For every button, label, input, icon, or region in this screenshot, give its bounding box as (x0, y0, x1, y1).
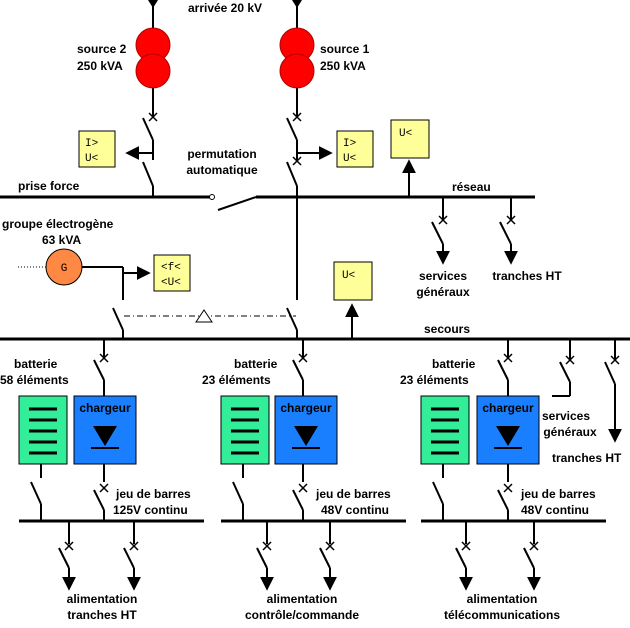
diode-icon (496, 426, 520, 446)
generator-line (82, 266, 124, 339)
relay-generator-line1: <f< (161, 262, 181, 274)
secours-services-line2: généraux (543, 425, 597, 439)
incoming-20kv: arrivée 20 kV (148, 0, 302, 28)
dc-bus-1-line1: jeu de barres (115, 487, 191, 501)
load-2-line2: contrôle/commande (245, 608, 359, 622)
diode-icon (294, 426, 318, 446)
battery-2-icon (220, 395, 270, 465)
relay-secours-u: U< (333, 261, 373, 301)
relay-source-1-line2: U< (343, 153, 356, 165)
bus-prise-force-label: prise force (18, 179, 80, 193)
reseau-services-line2: généraux (416, 285, 470, 299)
source-1-feeder (286, 88, 302, 197)
secours-services-line1: services (542, 409, 590, 423)
relay-source-2-line2: U< (85, 153, 98, 165)
diode-icon (93, 426, 117, 446)
source-2-rating: 250 kVA (77, 59, 123, 73)
charger-1: chargeur (73, 395, 137, 465)
relay-secours-u-label: U< (342, 270, 355, 282)
battery-3-line1: batterie (432, 357, 476, 371)
relay-source-1-line1: I> (343, 138, 356, 150)
secours-tie-line (286, 197, 298, 339)
battery-1-line2: 58 éléments (0, 373, 69, 387)
generator-icon: G (45, 248, 83, 286)
dc-bus-3-line1: jeu de barres (520, 487, 596, 501)
bus-secours: secours (0, 322, 630, 341)
charger-2: chargeur (274, 395, 338, 465)
reseau-tranches-label: tranches HT (492, 269, 562, 283)
load-2-line1: alimentation (267, 592, 338, 606)
charger-1-label: chargeur (79, 401, 131, 415)
secours-feeder-tranches (604, 339, 622, 443)
incoming-label: arrivée 20 kV (188, 1, 262, 15)
interlock-triangle-icon (195, 309, 213, 323)
permutation-line2: automatique (186, 163, 258, 177)
source-1-rating: 250 kVA (320, 59, 366, 73)
source-2-feeder (142, 88, 158, 197)
secours-feeder-services (552, 339, 575, 397)
generator-rating: 63 kVA (42, 233, 81, 247)
relay-reseau-u-label: U< (399, 128, 412, 140)
permutation-line1: permutation (187, 147, 256, 161)
secours-tranches-label: tranches HT (552, 451, 622, 465)
dc-section-2: batterie 23 éléments chargeur (202, 339, 406, 622)
source-1-name: source 1 (320, 42, 370, 56)
relay-generator-line2: <U< (161, 277, 181, 289)
dc-bus-2-line1: jeu de barres (315, 487, 391, 501)
bus-reseau-label: réseau (452, 180, 491, 194)
load-3-line2: télécommunications (444, 608, 560, 622)
source-2-name: source 2 (77, 42, 127, 56)
load-1-line2: tranches HT (67, 608, 137, 622)
bus-prise-force: prise force (0, 179, 210, 199)
battery-3-line2: 23 éléments (400, 373, 469, 387)
reseau-feeder-services (431, 197, 450, 265)
dc-section-1: batterie 58 éléments chargeur (0, 339, 204, 622)
load-3-line1: alimentation (467, 592, 538, 606)
battery-1-line1: batterie (14, 357, 58, 371)
generator-symbol: G (61, 263, 68, 275)
dc-section-3: batterie 23 éléments chargeur (400, 339, 606, 622)
charger-3: chargeur (476, 395, 540, 465)
coupler-switch (217, 196, 257, 211)
charger-2-label: chargeur (280, 401, 332, 415)
coupler-contact-icon (209, 194, 215, 200)
dc-bus-1-line2: 125V continu (113, 503, 188, 517)
relay-source-2: I> U< (78, 130, 116, 168)
battery-2-line2: 23 éléments (202, 373, 271, 387)
reseau-feeder-tranches (499, 197, 518, 265)
generator-name: groupe électrogène (2, 217, 114, 231)
load-1-line1: alimentation (67, 592, 138, 606)
transformer-source-1 (279, 27, 315, 89)
relay-generator: <f< <U< (153, 254, 191, 292)
battery-1-icon (18, 395, 68, 465)
transformer-source-2 (135, 27, 171, 89)
relay-reseau-u: U< (390, 119, 430, 159)
dc-bus-3-line2: 48V continu (521, 503, 589, 517)
bus-reseau: réseau (256, 180, 535, 199)
relay-source-1: I> U< (336, 130, 374, 168)
battery-3-icon (420, 395, 470, 465)
bus-secours-label: secours (424, 322, 470, 336)
dc-bus-2-line2: 48V continu (321, 503, 389, 517)
battery-2-line1: batterie (234, 357, 278, 371)
charger-3-label: chargeur (482, 401, 534, 415)
reseau-services-line1: services (419, 269, 467, 283)
relay-source-2-line1: I> (85, 138, 98, 150)
